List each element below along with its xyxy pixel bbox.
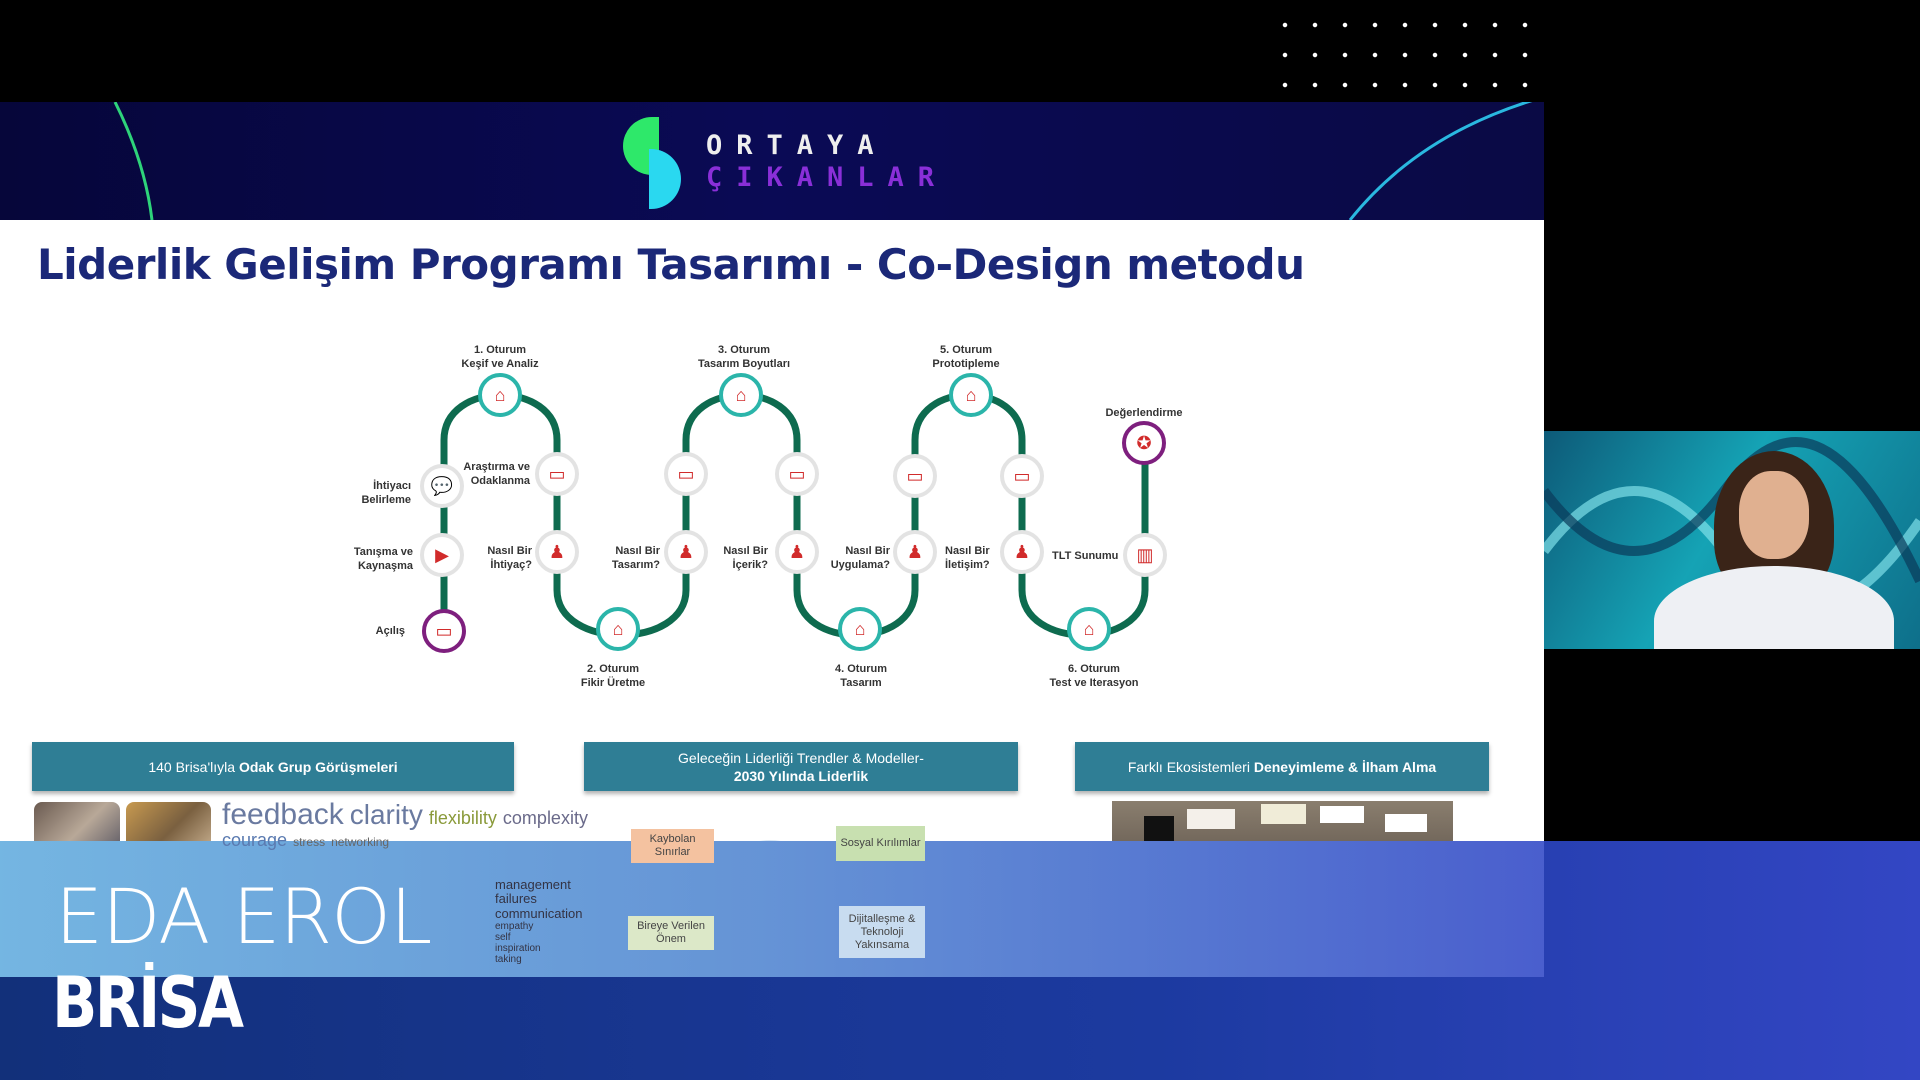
people-talk-icon: ♟: [1000, 530, 1044, 574]
speaker-webcam-video: [1544, 431, 1920, 649]
award-badge-icon: ✪: [1122, 421, 1166, 465]
people-talk-icon: ♟: [664, 530, 708, 574]
trend-box: Bireye Verilen Önem: [628, 916, 714, 950]
word: clarity: [349, 799, 423, 830]
step-intro-label: Tanışma ve Kaynaşma: [353, 546, 413, 572]
word: management: [495, 877, 571, 892]
people-talk-icon: ♟: [893, 530, 937, 574]
step-evaluation-label: Değerlendirme: [1105, 407, 1183, 419]
laptop-icon: ▭: [893, 454, 937, 498]
partner-logo: [1385, 814, 1427, 832]
speaker-face: [1739, 471, 1809, 559]
session-4-tag-icon: ⌂: [838, 607, 882, 651]
word-cloud-top: feedback clarity flexibility complexity …: [222, 798, 622, 851]
step-q2-label: Nasıl Bir Tasarım?: [611, 545, 660, 571]
session-2-tag-icon: ⌂: [596, 607, 640, 651]
step-needs-label: İhtiyacı Belirleme: [361, 480, 411, 506]
step-tlt-label: TLT Sunumu: [1052, 550, 1119, 562]
step-q1-label: Nasıl Bir İhtiyaç?: [487, 545, 532, 571]
word: networking: [331, 835, 390, 849]
panel-focus-groups-header: 140 Brisa'lıyla Odak Grup Görüşmeleri: [32, 742, 514, 791]
logo-line2: ÇIKANLAR: [706, 162, 949, 193]
word: empathy: [495, 920, 534, 932]
laptop-icon: ▭: [664, 452, 708, 496]
partner-logo: [1144, 816, 1174, 842]
trend-box: Kaybolan Sınırlar: [631, 829, 714, 863]
laptop-chart-icon: ▭: [535, 452, 579, 496]
word: stress: [293, 835, 326, 849]
presentation-icon: ▥: [1123, 533, 1167, 577]
word-cloud-bottom: management failures communication empath…: [495, 877, 623, 965]
people-talk-icon: ♟: [535, 530, 579, 574]
word: self: [495, 931, 511, 943]
logo-line1: ORTAYA: [706, 130, 888, 161]
session-5-tag-icon: ⌂: [949, 373, 993, 417]
speaker-blouse: [1654, 566, 1894, 649]
trend-box: Sosyal Kırılımlar: [836, 826, 925, 861]
step-q3-label: Nasıl Bir İçerik?: [723, 545, 768, 571]
step-q4-label: Nasıl Bir Uygulama?: [830, 545, 890, 571]
session-1-tag-icon: ⌂: [478, 373, 522, 417]
word: courage: [222, 830, 288, 850]
laptop-icon: ▭: [1000, 454, 1044, 498]
word: flexibility: [428, 808, 497, 828]
laptop-icon: ▭: [775, 452, 819, 496]
trend-box: Dijitalleşme & Teknoloji Yakınsama: [839, 906, 925, 958]
people-talk-icon: ♟: [775, 530, 819, 574]
step-opening-label: Açılış: [375, 625, 405, 637]
word: complexity: [502, 808, 588, 828]
word: feedback: [222, 798, 344, 831]
word: failures: [495, 891, 537, 907]
partner-logo: [1261, 804, 1306, 824]
lower-third-overlay: [0, 841, 1544, 977]
session-3-tag-icon: ⌂: [719, 373, 763, 417]
panel-ecosystems-header: Farklı Ekosistemleri Deneyimleme & İlham…: [1075, 742, 1489, 791]
word: communication: [495, 905, 583, 921]
partner-logo: [1187, 809, 1235, 829]
slide-title: Liderlik Gelişim Programı Tasarımı - Co-…: [37, 240, 1305, 289]
event-header: ORTAYA ÇIKANLAR: [0, 102, 1544, 220]
chat-bubbles-icon: 💬: [420, 464, 464, 508]
logo-mark: [623, 117, 683, 209]
play-icon: ▶: [420, 533, 464, 577]
word: inspiration: [495, 942, 541, 954]
word: taking: [495, 953, 522, 965]
partner-logo: [1320, 806, 1364, 823]
speaker-name: EDA EROL: [55, 872, 432, 961]
speaker-company: BRİSA: [52, 962, 244, 1044]
session-6-tag-icon: ⌂: [1067, 607, 1111, 651]
opening-laptop-icon: ▭: [422, 609, 466, 653]
step-q5-label: Nasıl Bir İletişim?: [945, 545, 990, 571]
panel-trends-header: Geleceğin Liderliği Trendler & Modeller-…: [584, 742, 1018, 791]
header-arcs: [113, 102, 1533, 220]
step-research-label: Araştırma ve Odaklanma: [463, 461, 530, 487]
